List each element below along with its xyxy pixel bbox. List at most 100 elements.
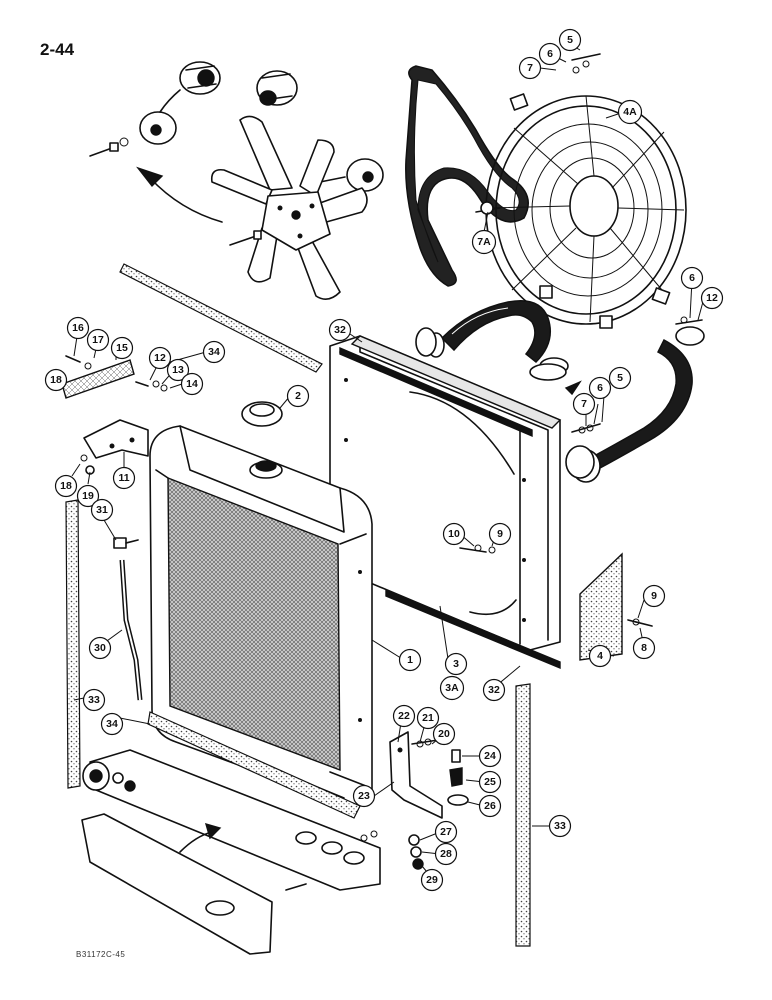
svg-text:34: 34 — [208, 346, 220, 358]
callout-32: 32 — [328, 318, 352, 342]
callout-33: 33 — [548, 814, 572, 838]
callout-31: 31 — [90, 498, 114, 522]
svg-text:23: 23 — [358, 790, 370, 802]
callout-14: 14 — [180, 372, 204, 396]
svg-text:1: 1 — [407, 654, 413, 666]
fan-bolts — [89, 137, 262, 246]
svg-text:9: 9 — [651, 590, 657, 602]
callout-34: 34 — [100, 712, 124, 736]
seal-strips — [65, 263, 531, 947]
side-screen-4 — [579, 552, 653, 661]
svg-text:26: 26 — [484, 800, 496, 812]
callout-2: 2 — [286, 384, 310, 408]
callout-29: 29 — [420, 868, 444, 892]
callout-21: 21 — [416, 706, 440, 730]
svg-text:21: 21 — [422, 712, 434, 724]
svg-text:33: 33 — [88, 694, 100, 706]
callout-4: 4 — [588, 644, 612, 668]
fan-hub-spacers — [139, 61, 384, 192]
radiator — [149, 425, 373, 808]
svg-text:13: 13 — [172, 364, 184, 376]
callout-9: 9 — [488, 522, 512, 546]
svg-text:9: 9 — [497, 528, 503, 540]
svg-text:4: 4 — [597, 650, 603, 662]
callout-18: 18 — [54, 474, 78, 498]
svg-text:6: 6 — [597, 382, 603, 394]
svg-text:7: 7 — [581, 398, 587, 410]
callout-3: 3 — [444, 652, 468, 676]
callout-4A: 4A — [617, 99, 643, 125]
svg-text:11: 11 — [118, 472, 129, 484]
svg-text:22: 22 — [398, 710, 410, 722]
callout-33: 33 — [82, 688, 106, 712]
svg-text:7: 7 — [527, 62, 533, 74]
assembly-arrow — [149, 177, 223, 223]
callout-22: 22 — [392, 704, 416, 728]
svg-text:17: 17 — [92, 334, 104, 346]
callout-27: 27 — [434, 820, 458, 844]
svg-text:28: 28 — [440, 848, 452, 860]
svg-text:20: 20 — [438, 728, 450, 740]
fan-shroud — [329, 335, 562, 651]
callout-26: 26 — [478, 794, 502, 818]
svg-text:12: 12 — [706, 292, 718, 304]
callout-5: 5 — [608, 366, 632, 390]
svg-text:6: 6 — [689, 272, 695, 284]
svg-text:30: 30 — [94, 642, 106, 654]
callout-10: 10 — [442, 522, 466, 546]
page-number: 2-44 — [40, 40, 75, 59]
callout-6: 6 — [538, 42, 562, 66]
callout-1: 1 — [398, 648, 422, 672]
callout-15: 15 — [110, 336, 134, 360]
callout-20: 20 — [432, 722, 456, 746]
callout-7: 7 — [572, 392, 596, 416]
svg-text:16: 16 — [72, 322, 84, 334]
svg-text:32: 32 — [334, 324, 346, 336]
callout-3A: 3A — [439, 675, 465, 701]
assembly-arrowhead — [136, 166, 164, 188]
callout-13: 13 — [166, 358, 190, 382]
svg-text:32: 32 — [488, 684, 500, 696]
svg-text:18: 18 — [60, 480, 72, 492]
callout-5: 5 — [558, 28, 582, 52]
callout-30: 30 — [88, 636, 112, 660]
callout-34: 34 — [202, 340, 226, 364]
svg-text:14: 14 — [186, 378, 198, 390]
svg-text:10: 10 — [448, 528, 460, 540]
svg-text:5: 5 — [617, 372, 623, 384]
shroud-arrowhead — [564, 380, 582, 396]
svg-text:3: 3 — [453, 658, 459, 670]
fan-blades — [210, 115, 368, 300]
mounting-plate-15 — [61, 359, 135, 399]
callout-7A: 7A — [471, 229, 497, 255]
svg-text:15: 15 — [116, 342, 128, 354]
svg-text:19: 19 — [82, 490, 94, 502]
fan-guard — [475, 93, 687, 329]
callout-28: 28 — [434, 842, 458, 866]
callout-32: 32 — [482, 678, 506, 702]
svg-text:3A: 3A — [445, 682, 459, 694]
callout-6: 6 — [680, 266, 704, 290]
svg-text:4A: 4A — [623, 106, 637, 118]
svg-text:8: 8 — [641, 642, 647, 654]
svg-text:7A: 7A — [477, 236, 491, 248]
upper-hose — [427, 300, 569, 375]
svg-text:33: 33 — [554, 820, 566, 832]
callout-24: 24 — [478, 744, 502, 768]
callout-19: 19 — [76, 484, 100, 508]
base-plates — [81, 749, 381, 955]
callout-12: 12 — [700, 286, 724, 310]
lower-mount-bracket-23 — [389, 731, 469, 870]
callout-9: 9 — [642, 584, 666, 608]
drive-belt — [405, 65, 529, 287]
svg-text:24: 24 — [484, 750, 496, 762]
callout-23: 23 — [352, 784, 376, 808]
svg-text:2: 2 — [295, 390, 301, 402]
callout-12: 12 — [148, 346, 172, 370]
svg-text:12: 12 — [154, 352, 166, 364]
callout-18: 18 — [44, 368, 68, 392]
drain-tube — [113, 537, 143, 701]
svg-text:27: 27 — [440, 826, 452, 838]
shroud-seal-top — [339, 346, 533, 438]
